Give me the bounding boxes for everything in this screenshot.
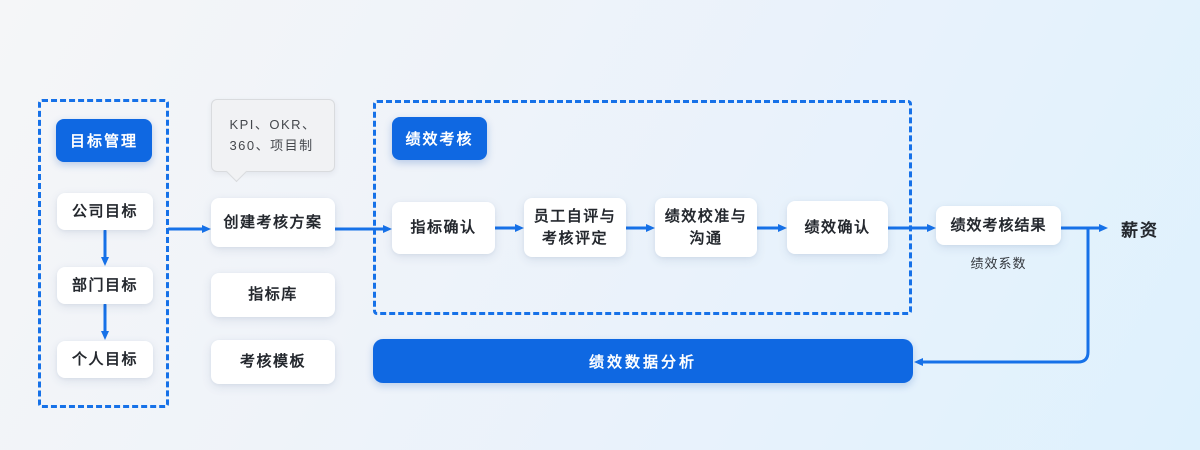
- indicator-library-node: 指标库: [211, 273, 335, 317]
- company-goal-node: 公司目标: [57, 193, 153, 230]
- department-goal-node: 部门目标: [57, 267, 153, 304]
- goal-management-pill: 目标管理: [56, 119, 152, 162]
- self-eval-node: 员工自评与 考核评定: [524, 198, 626, 257]
- goal-management-group: [38, 99, 169, 408]
- assessment-result-node: 绩效考核结果: [936, 206, 1061, 245]
- personal-goal-node: 个人目标: [57, 341, 153, 378]
- create-plan-node: 创建考核方案: [211, 198, 335, 247]
- indicator-confirm-node: 指标确认: [392, 202, 495, 254]
- assessment-template-node: 考核模板: [211, 340, 335, 384]
- performance-assessment-group: [373, 100, 912, 315]
- salary-label: 薪资: [1121, 221, 1159, 240]
- arrow-result-to-analysis: [914, 226, 1090, 366]
- performance-confirm-node: 绩效确认: [787, 201, 888, 254]
- plan-types-tooltip: KPI、OKR、 360、项目制: [211, 99, 335, 172]
- performance-data-analysis-bar: 绩效数据分析: [373, 339, 913, 383]
- calibration-node: 绩效校准与 沟通: [655, 198, 757, 257]
- performance-assessment-pill: 绩效考核: [392, 117, 487, 160]
- performance-coefficient-label: 绩效系数: [970, 256, 1027, 271]
